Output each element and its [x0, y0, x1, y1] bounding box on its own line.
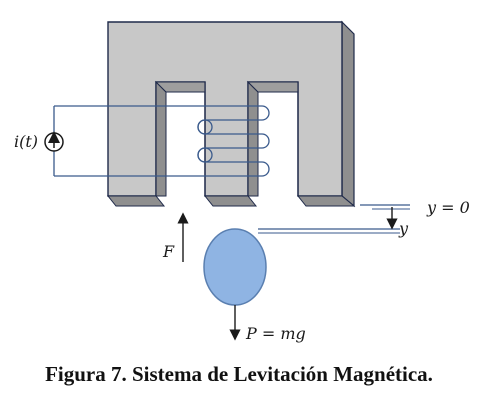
weight-label: P = mg	[245, 324, 306, 343]
current-label: i(t)	[14, 132, 38, 151]
force-label: F	[162, 242, 175, 261]
electromagnet-core	[107, 21, 343, 197]
slot-left-shade	[155, 80, 167, 197]
y-zero-label: y = 0	[426, 198, 470, 217]
figure-caption: Figura 7. Sistema de Levitación Magnétic…	[45, 362, 433, 386]
core-depth	[341, 20, 355, 208]
levitated-ball	[203, 228, 267, 306]
leg-right-bottom	[296, 195, 356, 207]
coil-winding	[53, 105, 270, 177]
slot-right-shade	[247, 80, 259, 197]
leg-left-bottom	[106, 195, 166, 207]
leg-middle-bottom	[203, 195, 258, 207]
y-label: y	[398, 219, 409, 238]
